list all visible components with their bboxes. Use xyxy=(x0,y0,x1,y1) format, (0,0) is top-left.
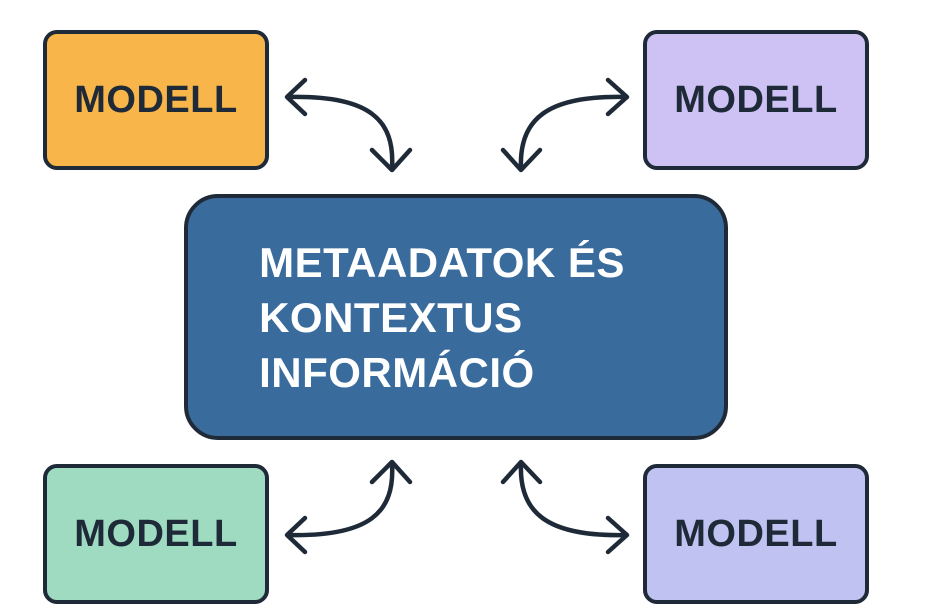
arrow-bottom-left xyxy=(284,459,413,555)
center-line-3: INFORMÁCIÓ xyxy=(259,348,535,396)
model-box-bottom-right: MODELL xyxy=(643,464,869,604)
metadata-context-box: METAADATOK ÉS KONTEXTUS INFORMÁCIÓ xyxy=(184,194,728,440)
model-box-bottom-left: MODELL xyxy=(43,464,269,604)
model-label: MODELL xyxy=(74,78,238,121)
model-label: MODELL xyxy=(674,78,838,121)
arrow-top-right xyxy=(500,77,630,173)
arrow-bottom-right xyxy=(500,459,630,555)
model-box-top-left: MODELL xyxy=(43,30,269,170)
center-line-2: KONTEXTUS xyxy=(259,293,523,341)
model-label: MODELL xyxy=(74,512,238,555)
model-box-top-right: MODELL xyxy=(643,30,869,170)
arrow-top-left xyxy=(284,77,413,173)
center-line-1: METAADATOK ÉS xyxy=(259,238,625,286)
center-text: METAADATOK ÉS KONTEXTUS INFORMÁCIÓ xyxy=(259,235,625,400)
model-label: MODELL xyxy=(674,512,838,555)
